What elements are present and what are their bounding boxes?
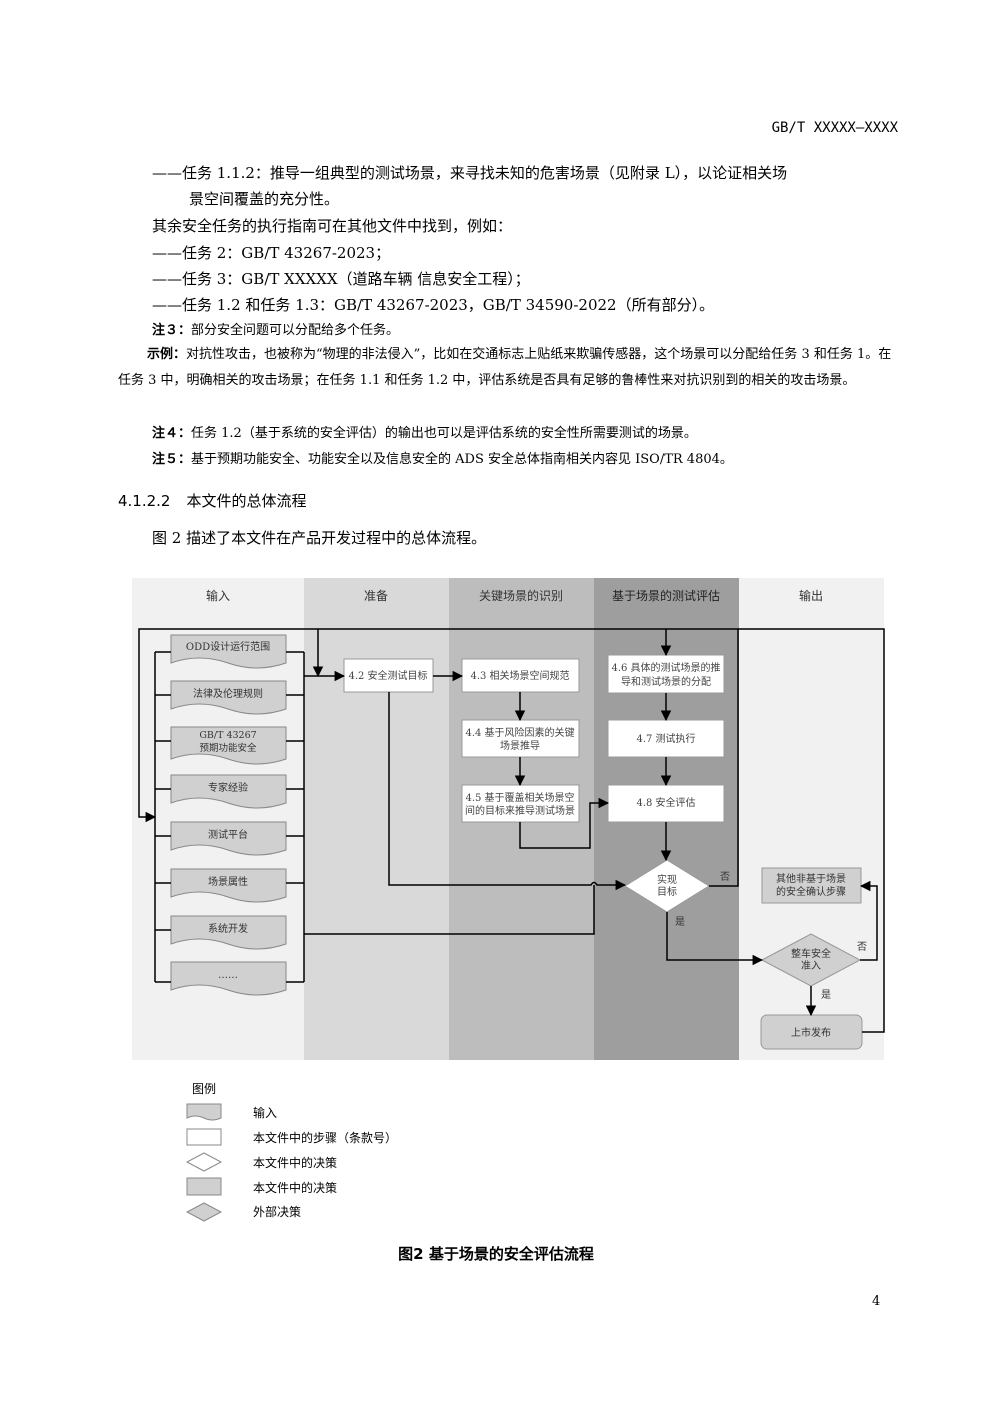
decision-label-2: 目标 [657, 886, 677, 898]
task-2-line: ——任务 2：GB/T 43267-2023； [152, 244, 391, 262]
decision-achieve-target: 实现 目标 [624, 859, 710, 913]
step-4-3: 4.3 相关场景空间规范 [461, 658, 580, 693]
input-odd-label: ODD设计运行范围 [186, 640, 270, 653]
legend-item-input: 输入 [253, 1106, 278, 1120]
vehicle-approval-decision: 整车安全 准入 [760, 933, 862, 987]
example-text: 对抗性攻击，也被称为“物理的非法侵入”，比如在交通标志上贴纸来欺骗传感器，这个场… [118, 347, 892, 388]
legend-item-decision-grey: 本文件中的决策 [253, 1181, 338, 1195]
input-law-label: 法律及伦理规则 [193, 687, 263, 700]
legend-item-external: 外部决策 [253, 1205, 302, 1219]
step-4-4-label-1: 4.4 基于风险因素的关键 [465, 726, 574, 739]
step-4-6-label-1: 4.6 具体的测试场景的推 [611, 661, 720, 674]
section-title: 本文件的总体流程 [186, 492, 307, 510]
lane-prep-title: 准备 [364, 589, 388, 603]
step-4-6: 4.6 具体的测试场景的推 导和测试场景的分配 [607, 654, 725, 694]
task-112-line: ——任务 1.1.2：推导一组典型的测试场景，来寻找未知的危害场景（见附录 L）… [152, 164, 788, 182]
step-4-2: 4.2 安全测试目标 [343, 658, 434, 693]
step-4-3-label: 4.3 相关场景空间规范 [470, 669, 569, 682]
step-4-5-label-2: 间的目标来推导测试场景 [465, 804, 575, 817]
decision-no-label: 否 [720, 871, 730, 883]
example-label: 示例： [147, 347, 187, 362]
legend-item-step: 本文件中的步骤（条款号） [253, 1131, 398, 1145]
input-odd: ODD设计运行范围 [170, 634, 287, 669]
vehicle-no-label: 否 [857, 941, 867, 953]
step-4-7-label: 4.7 测试执行 [636, 732, 695, 745]
document-code: GB/T XXXXX—XXXX [771, 120, 898, 136]
input-system-dev-label: 系统开发 [208, 922, 248, 935]
lane-prep-bg [304, 578, 449, 1060]
market-release-box: 上市发布 [760, 1014, 863, 1050]
other-steps-box: 其他非基于场景 的安全确认步骤 [761, 867, 862, 904]
note-3: 注３：部分安全问题可以分配给多个任务。 [152, 322, 399, 340]
figure-caption: 图2 基于场景的安全评估流程 [398, 1245, 594, 1263]
figure-intro: 图 2 描述了本文件在产品开发过程中的总体流程。 [152, 529, 487, 547]
note-4-text: 任务 1.2（基于系统的安全评估）的输出也可以是评估系统的安全性所需要测试的场景… [191, 426, 697, 441]
flow-connectors [138, 628, 885, 1033]
note-4-label: 注４： [152, 426, 192, 441]
input-law: 法律及伦理规则 [170, 680, 287, 715]
step-4-5: 4.5 基于覆盖相关场景空 间的目标来推导测试场景 [461, 784, 580, 823]
section-number: 4.1.2.2 [118, 492, 171, 510]
task-12-13-line: ——任务 1.2 和任务 1.3：GB/T 43267-2023，GB/T 34… [152, 296, 715, 314]
step-4-6-label-2: 导和测试场景的分配 [621, 675, 711, 688]
input-sotif: GB/T 43267 预期功能安全 [170, 726, 287, 765]
note-3-text: 部分安全问题可以分配给多个任务。 [191, 323, 400, 338]
lane-test-title: 基于场景的测试评估 [612, 588, 720, 603]
input-sotif-label-2: 预期功能安全 [199, 742, 257, 754]
legend-input-symbol [186, 1103, 222, 1121]
step-4-7: 4.7 测试执行 [607, 719, 725, 758]
input-system-dev: 系统开发 [170, 915, 287, 950]
step-4-8: 4.8 安全评估 [607, 784, 725, 823]
step-4-5-label-1: 4.5 基于覆盖相关场景空 [465, 791, 574, 804]
lane-identify-title: 关键场景的识别 [479, 588, 563, 603]
other-steps-label-2: 的安全确认步骤 [776, 885, 846, 898]
note-5-text: 基于预期功能安全、功能安全以及信息安全的 ADS 安全总体指南相关内容见 ISO… [191, 452, 733, 467]
legend-symbols [185, 1103, 223, 1222]
note-4: 注４：任务 1.2（基于系统的安全评估）的输出也可以是评估系统的安全性所需要测试… [152, 425, 697, 443]
input-bracket [154, 651, 305, 983]
legend-decision-symbol [185, 1152, 223, 1172]
decision-label-1: 实现 [657, 873, 677, 886]
legend-step-symbol [186, 1128, 222, 1146]
section-heading: 4.1.2.2 本文件的总体流程 [118, 490, 307, 511]
legend-grey-box-symbol [186, 1177, 222, 1196]
note-5-label: 注５： [152, 452, 192, 467]
input-attributes-label: 场景属性 [208, 875, 248, 888]
input-attributes: 场景属性 [170, 868, 287, 903]
lane-input-title: 输入 [206, 588, 230, 603]
input-more-label: …… [218, 970, 238, 981]
input-more: …… [170, 961, 287, 996]
vehicle-approval-label-2: 准入 [801, 960, 821, 972]
other-steps-label-1: 其他非基于场景 [776, 872, 846, 885]
note-5: 注５：基于预期功能安全、功能安全以及信息安全的 ADS 安全总体指南相关内容见 … [152, 451, 733, 469]
example-paragraph: 示例：对抗性攻击，也被称为“物理的非法侵入”，比如在交通标志上贴纸来欺骗传感器，… [118, 342, 898, 394]
input-expert-label: 专家经验 [208, 781, 248, 794]
decision-yes-label: 是 [675, 916, 685, 928]
market-release-label: 上市发布 [791, 1026, 831, 1039]
lane-output-title: 输出 [799, 588, 823, 603]
other-tasks-intro: 其余安全任务的执行指南可在其他文件中找到，例如： [152, 217, 513, 235]
legend-item-decision: 本文件中的决策 [253, 1156, 338, 1170]
vehicle-yes-label: 是 [821, 989, 831, 1001]
step-4-8-label: 4.8 安全评估 [636, 796, 695, 809]
input-platform: 测试平台 [170, 821, 287, 856]
input-sotif-label-1: GB/T 43267 [199, 730, 256, 741]
legend-external-decision-symbol [185, 1202, 223, 1222]
page-number: 4 [872, 1294, 881, 1309]
vehicle-approval-label-1: 整车安全 [791, 947, 831, 960]
step-4-4-label-2: 场景推导 [500, 739, 540, 752]
task-3-line: ——任务 3：GB/T XXXXX（道路车辆 信息安全工程）； [152, 270, 530, 288]
input-platform-label: 测试平台 [208, 828, 248, 841]
step-4-2-label: 4.2 安全测试目标 [348, 669, 427, 682]
note-3-label: 注３： [152, 323, 192, 338]
step-4-4: 4.4 基于风险因素的关键 场景推导 [461, 719, 580, 758]
input-expert: 专家经验 [170, 774, 287, 809]
legend-title: 图例 [192, 1082, 217, 1096]
task-112-continuation: 景空间覆盖的充分性。 [189, 190, 340, 208]
